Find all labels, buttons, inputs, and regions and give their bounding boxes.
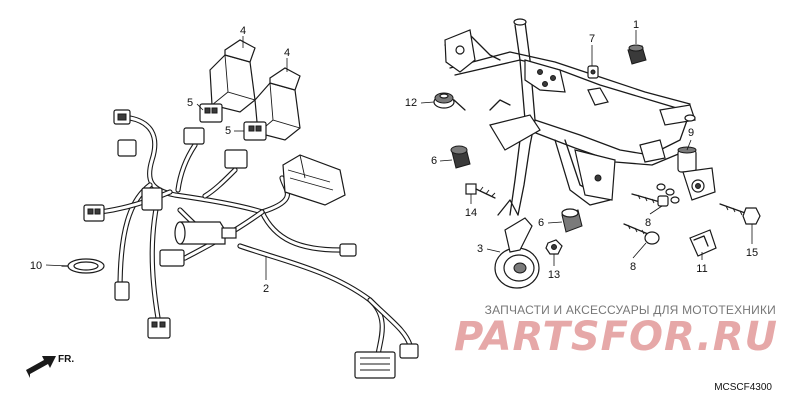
relay-4a[interactable] — [209, 39, 256, 113]
leader-lines — [45, 30, 753, 280]
grommet-1[interactable] — [627, 44, 647, 65]
callout-4b: 4 — [284, 47, 290, 59]
relay-socket-5b[interactable] — [243, 121, 267, 141]
callout-8b: 8 — [630, 261, 636, 273]
front-arrow-icon — [26, 356, 56, 378]
callout-8a: 8 — [645, 217, 651, 229]
harness-main-connector[interactable] — [282, 154, 346, 206]
nut-13[interactable] — [545, 239, 563, 255]
grommet-12[interactable] — [433, 92, 466, 111]
front-label: FR. — [58, 354, 74, 365]
rubber-6b[interactable] — [561, 208, 583, 233]
rubber-6a[interactable] — [450, 145, 471, 169]
callout-1: 1 — [633, 19, 639, 31]
small-collars[interactable] — [656, 183, 680, 204]
callout-7: 7 — [589, 33, 595, 45]
callout-11: 11 — [696, 263, 707, 275]
callout-5b: 5 — [225, 125, 231, 137]
bolt-14[interactable] — [465, 183, 496, 199]
callout-15: 15 — [746, 247, 758, 259]
relay-socket-lower[interactable] — [183, 127, 248, 169]
collar-9[interactable] — [677, 146, 697, 173]
horn-3[interactable] — [494, 217, 540, 289]
headlight-stay-frame[interactable] — [444, 18, 696, 216]
callout-6b: 6 — [538, 217, 544, 229]
bolt-8b[interactable] — [623, 223, 660, 245]
watermark-tagline: ЗАПЧАСТИ И АКСЕССУАРЫ ДЛЯ МОТОТЕХНИКИ — [485, 303, 776, 317]
callout-6a: 6 — [431, 155, 437, 167]
bolt-15[interactable] — [719, 203, 761, 225]
callout-2: 2 — [263, 283, 269, 295]
collar-7[interactable] — [587, 65, 599, 79]
callout-4a: 4 — [240, 25, 246, 37]
callout-10: 10 — [30, 260, 42, 272]
callout-9: 9 — [688, 127, 694, 139]
watermark-brand: PARTSFOR.RU — [454, 314, 778, 360]
callout-14: 14 — [465, 207, 477, 219]
callout-5a: 5 — [187, 97, 193, 109]
front-direction-indicator: FR. — [26, 354, 74, 378]
callout-12: 12 — [405, 97, 417, 109]
drawing-code: MCSCF4300 — [714, 382, 772, 393]
callout-3: 3 — [477, 243, 483, 255]
harness-connectors[interactable] — [83, 109, 419, 379]
harness-band[interactable] — [61, 258, 105, 274]
callout-13: 13 — [548, 269, 560, 281]
watermark: ЗАПЧАСТИ И АКСЕССУАРЫ ДЛЯ МОТОТЕХНИКИ PA… — [454, 303, 778, 360]
clip-11[interactable] — [689, 229, 717, 257]
bolt-8a[interactable] — [631, 193, 669, 207]
harness-boot[interactable] — [174, 221, 237, 245]
relay-socket-5a[interactable] — [199, 103, 223, 123]
wire-harness[interactable] — [97, 115, 413, 358]
callout-numbers: 1 2 3 4 4 5 5 6 6 7 8 8 9 10 11 12 13 14… — [30, 19, 758, 295]
side-bracket-plate[interactable] — [682, 167, 716, 201]
